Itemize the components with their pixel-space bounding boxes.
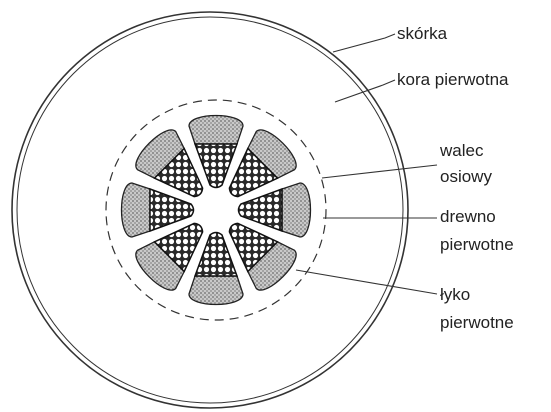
label-xylem-line1: drewno <box>440 207 496 226</box>
vascular-bundle <box>229 130 296 197</box>
vascular-bundles <box>122 116 311 305</box>
leader-cortex <box>335 80 395 102</box>
xylem-wedge <box>195 144 237 188</box>
label-stele-line1: walec <box>439 141 484 160</box>
label-phloem-line1: łyko <box>440 285 470 304</box>
vascular-bundle <box>136 130 203 197</box>
label-skin: skórka <box>397 24 448 43</box>
leader-stele <box>322 165 437 178</box>
skin-outer-ring <box>12 12 408 408</box>
phloem-cap <box>122 183 151 237</box>
leader-skin <box>333 34 395 52</box>
xylem-wedge <box>239 189 283 231</box>
label-cortex: kora pierwotna <box>397 70 509 89</box>
label-xylem-line2: pierwotne <box>440 235 514 254</box>
xylem-wedge <box>195 233 237 277</box>
label-stele-line2: osiowy <box>440 167 492 186</box>
xylem-wedge <box>150 189 194 231</box>
phloem-cap <box>189 276 243 305</box>
skin-inner-ring <box>17 17 403 403</box>
phloem-cap <box>189 116 243 145</box>
vascular-bundle <box>136 223 203 290</box>
phloem-cap <box>282 183 311 237</box>
label-phloem-line2: pierwotne <box>440 313 514 332</box>
vascular-bundle <box>229 223 296 290</box>
leader-phloem <box>296 270 437 294</box>
